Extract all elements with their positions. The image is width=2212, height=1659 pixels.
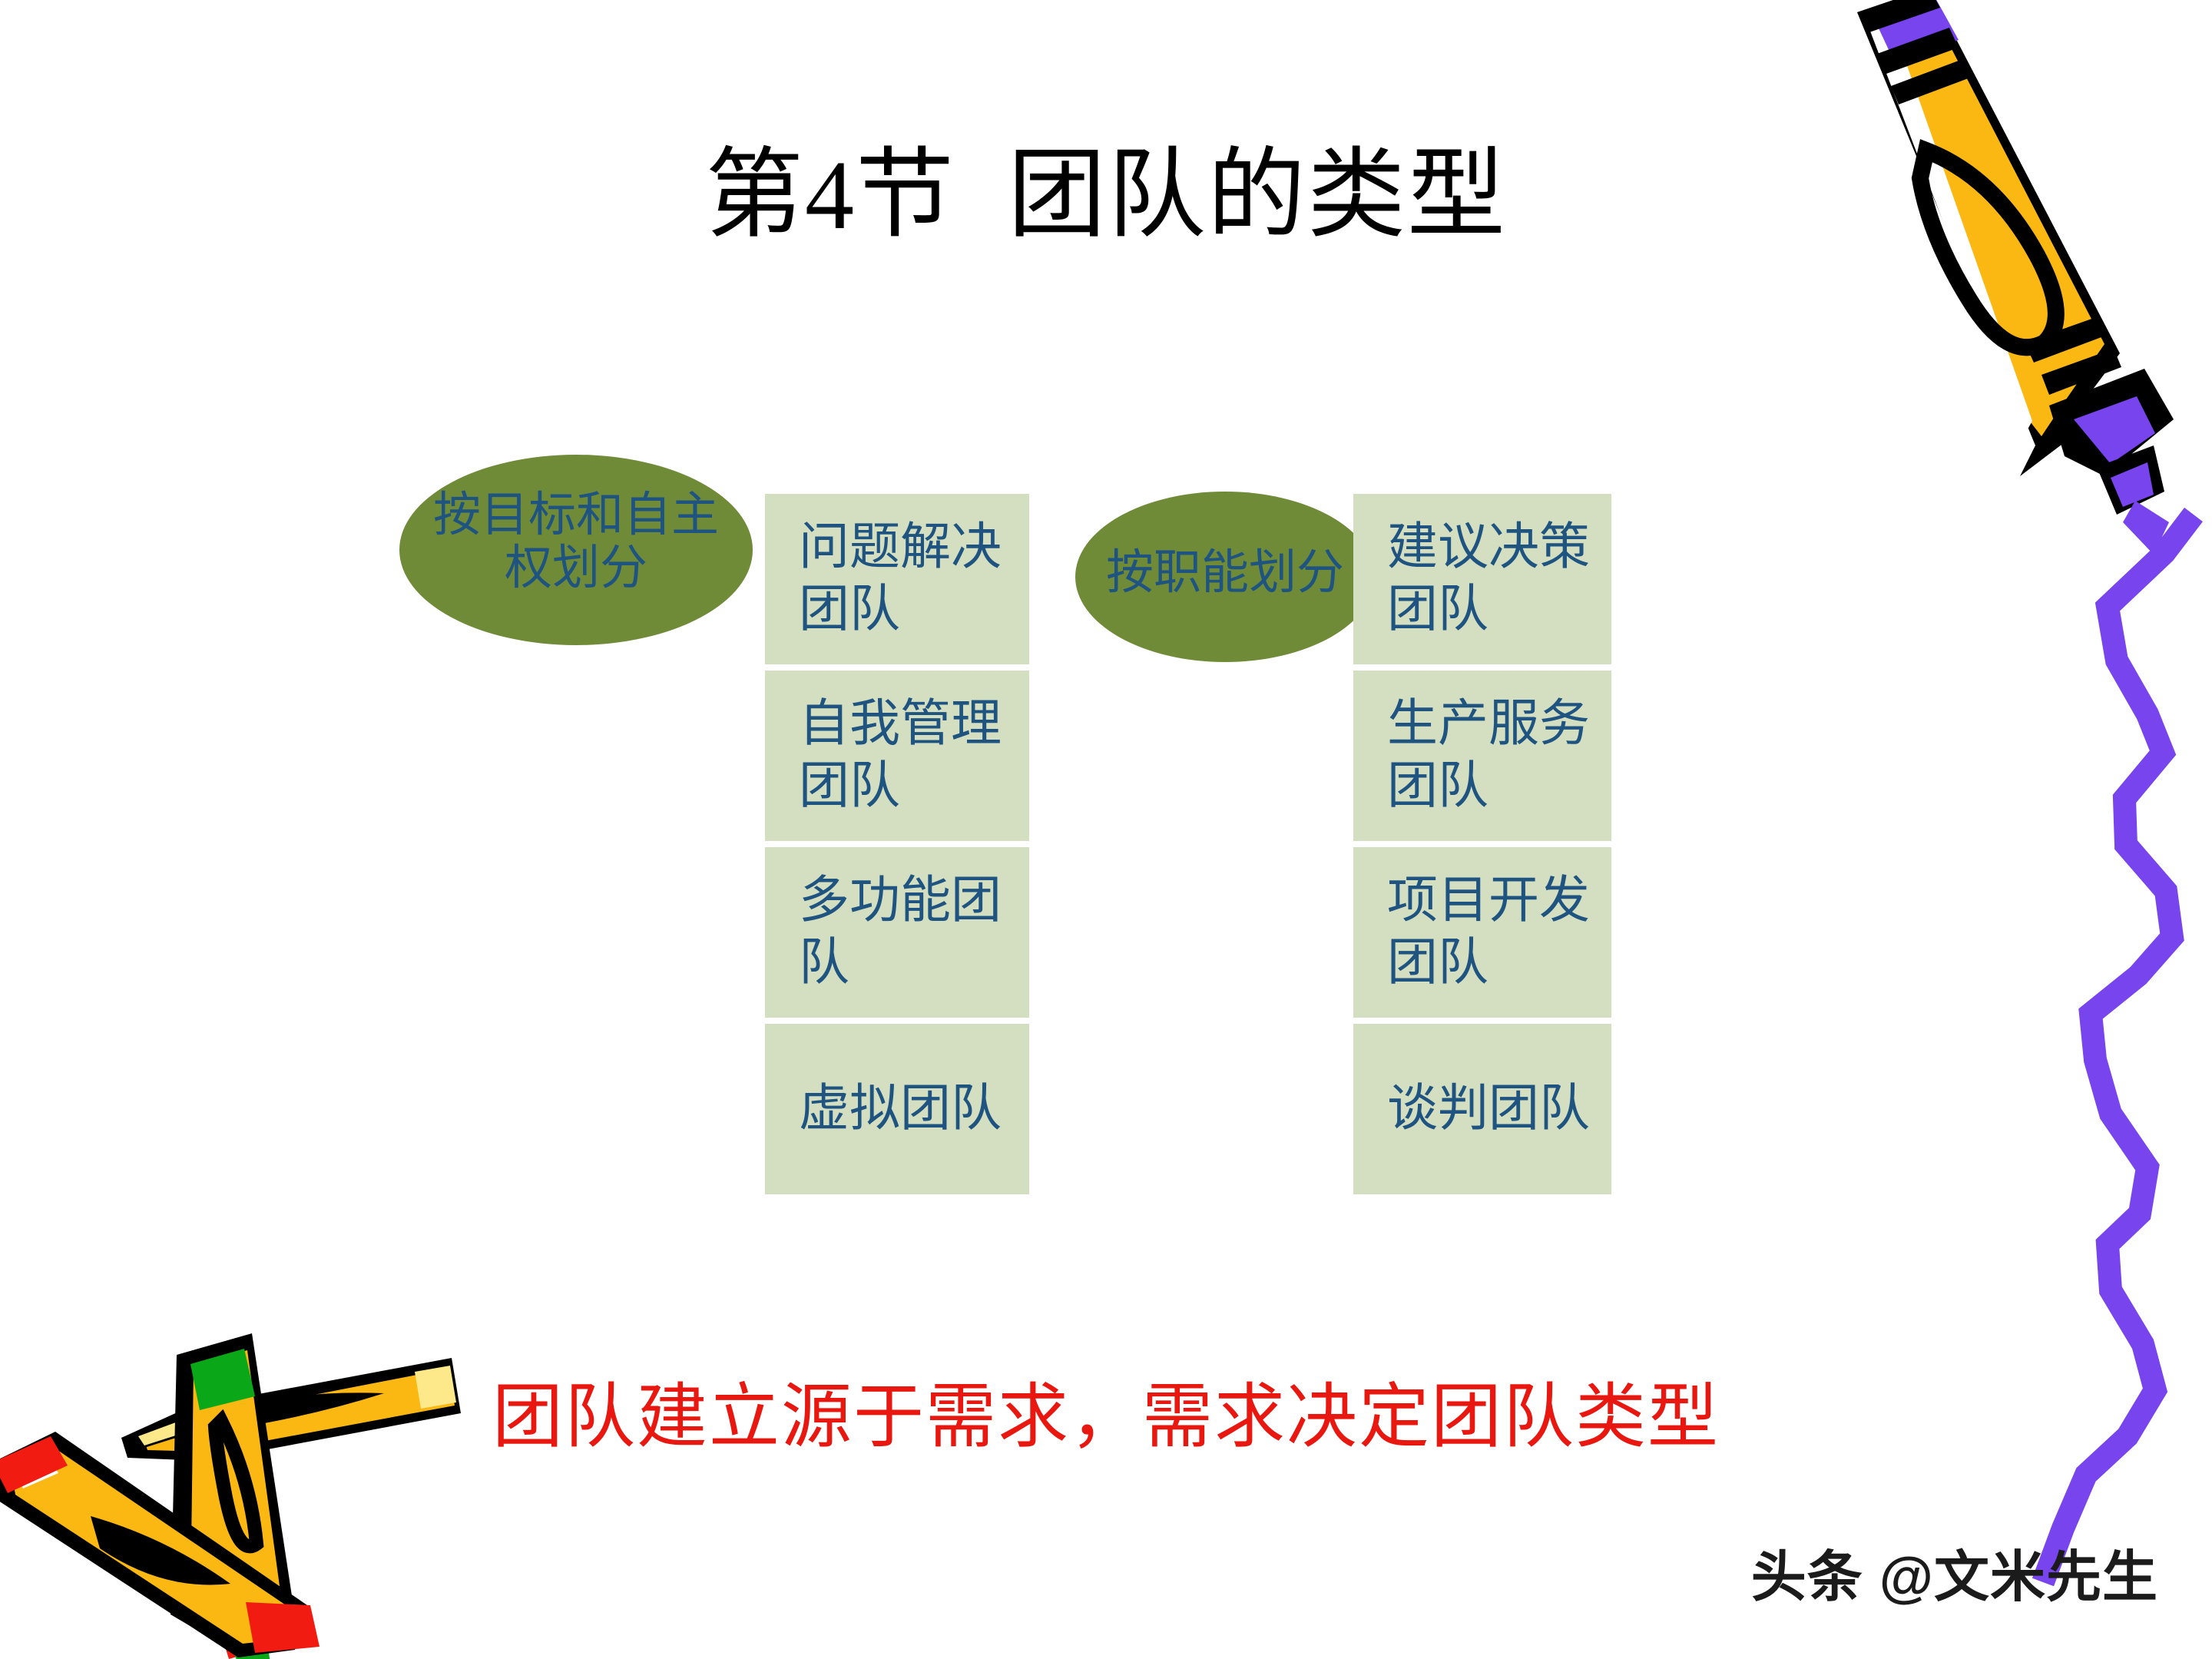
watermark-label: 头条 @文米先生 [1750, 1547, 2158, 1608]
crayon-icon [1843, 0, 2212, 568]
list-item[interactable]: 项目开发团队 [1353, 847, 1611, 1018]
team-type-label: 问题解决团队 [799, 519, 1002, 637]
list-item[interactable]: 生产服务团队 [1353, 671, 1611, 841]
crayon-group-icon [0, 1298, 461, 1659]
list-item[interactable]: 多功能团队 [765, 847, 1029, 1018]
team-type-label: 建议决策团队 [1387, 519, 1590, 637]
group-label-ellipse-function[interactable]: 按职能划分 [1075, 492, 1375, 662]
page-title: 第4节 团队的类型 [704, 141, 1507, 250]
team-type-list-function: 建议决策团队 生产服务团队 项目开发团队 谈判团队 [1353, 494, 1611, 1194]
list-item[interactable]: 建议决策团队 [1353, 494, 1611, 664]
team-type-label: 多功能团队 [799, 873, 1002, 991]
list-item[interactable]: 谈判团队 [1353, 1024, 1611, 1194]
group-label-text: 按目标和自主权划分 [432, 488, 719, 594]
list-item[interactable]: 自我管理团队 [765, 671, 1029, 841]
list-item[interactable]: 问题解决团队 [765, 494, 1029, 664]
team-type-label: 生产服务团队 [1387, 696, 1590, 814]
team-type-label: 自我管理团队 [799, 696, 1002, 814]
list-item[interactable]: 虚拟团队 [765, 1024, 1029, 1194]
team-type-label: 项目开发团队 [1387, 873, 1590, 991]
group-label-ellipse-goal-autonomy[interactable]: 按目标和自主权划分 [399, 455, 753, 645]
team-type-list-goal-autonomy: 问题解决团队 自我管理团队 多功能团队 虚拟团队 [765, 494, 1029, 1194]
group-label-text: 按职能划分 [1105, 547, 1344, 600]
team-type-label: 谈判团队 [1387, 1080, 1590, 1137]
team-type-label: 虚拟团队 [799, 1080, 1002, 1137]
conclusion-text: 团队建立源于需求，需求决定团队类型 [492, 1378, 1720, 1456]
